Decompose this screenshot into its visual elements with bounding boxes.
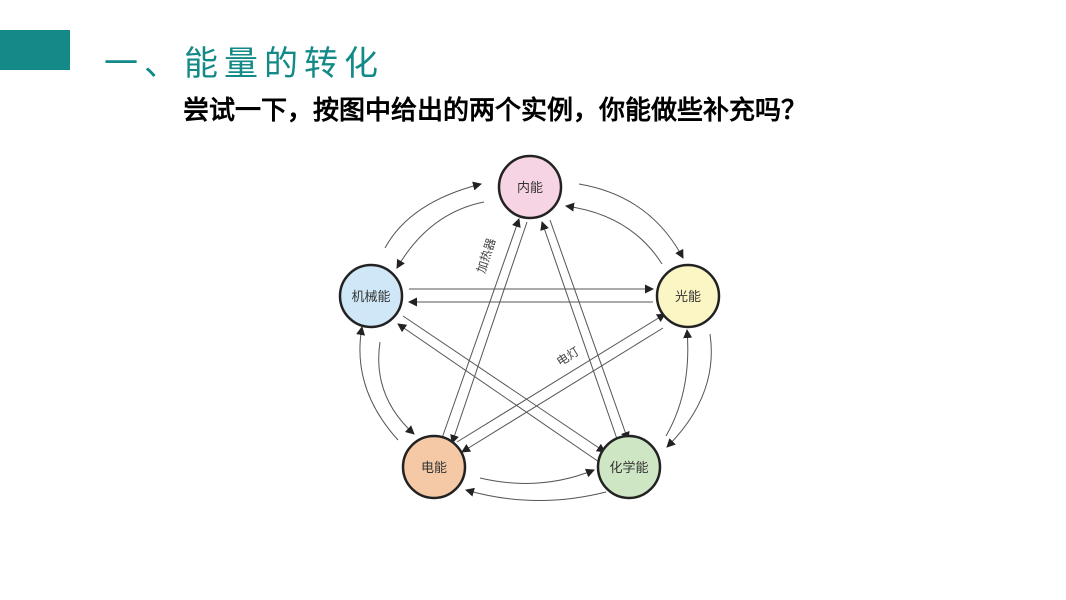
arrow-mechanical-to-chemical [402,315,606,453]
node-light-energy: 光能 [655,263,721,329]
slide-subtitle: 尝试一下，按图中给出的两个实例，你能做些补充吗？ [183,96,808,126]
node-label: 电能 [421,461,447,476]
arrow-light-to-chemical [666,333,712,448]
arrow-light-to-electric [461,327,664,453]
node-label: 光能 [675,290,701,305]
arrow-internal-to-electric [450,221,528,444]
node-label: 内能 [517,180,543,196]
edge-label-lamp: 电灯 [554,344,582,369]
arrow-electric-to-internal [440,218,521,442]
edge-label-heater: 加热器 [474,236,498,275]
node-internal-energy: 内能 [497,154,563,220]
node-mechanical-energy: 机械能 [338,263,404,329]
arrow-electric-to-chemical [479,468,595,484]
arrow-internal-to-light [578,183,684,259]
title-accent-bar [0,30,70,70]
arrow-electric-to-mechanical [356,326,399,441]
node-electric-energy: 电能 [401,434,467,500]
arrow-light-to-internal [565,202,663,265]
arrow-chemical-to-internal [540,221,618,440]
arrow-mechanical-to-internal [384,181,482,249]
node-chemical-energy: 化学能 [596,434,662,500]
node-label: 化学能 [609,460,648,476]
arrow-chemical-to-mechanical [397,323,603,465]
arrow-chemical-to-light [665,329,693,437]
arrow-electric-to-light [456,313,666,443]
arrow-chemical-to-electric [465,487,607,501]
arrow-mechanical-to-electric [378,341,415,435]
arrow-internal-to-chemical [549,219,630,441]
node-label: 机械能 [351,290,390,305]
section-title: 一、能量的转化 [104,44,384,84]
arrow-internal-to-mechanical [396,201,485,269]
